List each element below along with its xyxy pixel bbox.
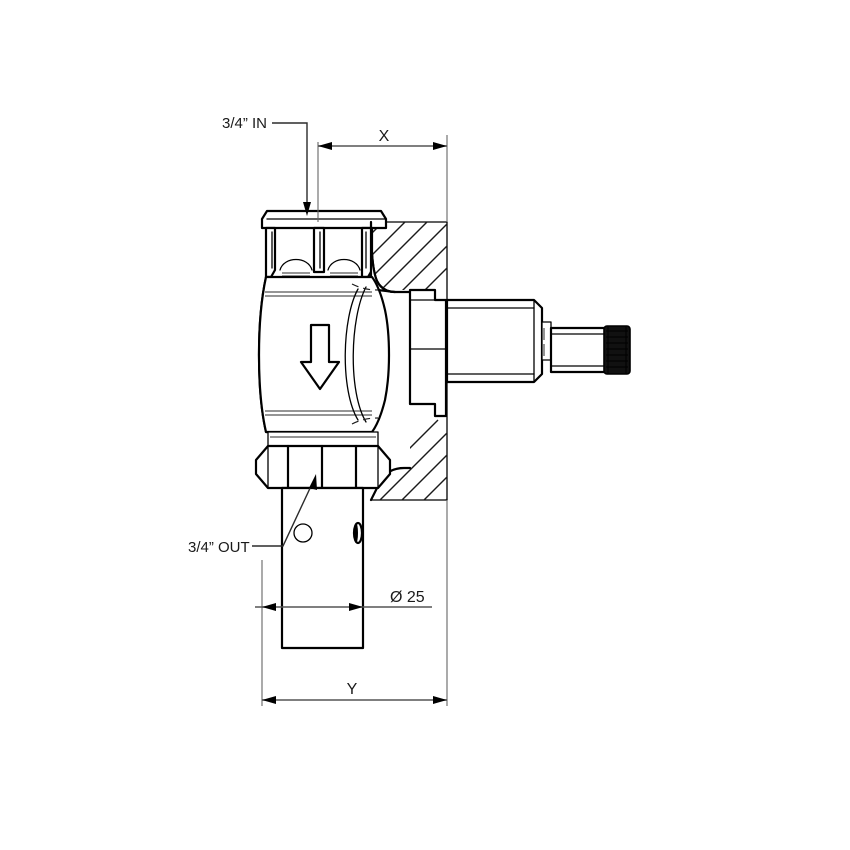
dimension-diameter: Ø 25 — [255, 589, 432, 611]
neck-arc-right — [327, 258, 361, 271]
stem-collar — [541, 321, 552, 361]
dimension-x: X — [317, 128, 448, 222]
neck-arc-left — [279, 258, 313, 271]
outlet-port-side-shadow — [354, 523, 358, 543]
dimension-y: Y — [261, 500, 448, 706]
dimension-x-label: X — [379, 128, 390, 145]
inlet-flange-cap — [260, 209, 388, 230]
flow-arrow — [299, 323, 341, 391]
dia-arrow-left — [262, 603, 276, 611]
inlet-leader — [272, 122, 308, 205]
neck-mid-rib — [312, 226, 326, 274]
stem-shaft — [549, 326, 608, 374]
knob-body[interactable] — [603, 325, 631, 375]
outlet-pipe-body — [280, 486, 365, 650]
neck-left-rib — [264, 226, 277, 279]
union-collar — [267, 431, 379, 447]
y-arrow-right — [433, 696, 447, 704]
bush-body — [408, 288, 448, 418]
knob-knurling — [606, 326, 628, 374]
hex-nut-assembly — [254, 431, 392, 490]
dia-arrow-right — [349, 603, 363, 611]
knurled-knob[interactable] — [603, 325, 631, 375]
outlet-port-front — [293, 523, 313, 543]
elbow-arc-dash-bottom — [351, 417, 379, 425]
outlet-pipe — [280, 486, 365, 650]
dimension-diameter-label: Ø 25 — [390, 589, 425, 606]
dimension-y-label: Y — [347, 681, 358, 698]
wall-bush — [408, 288, 448, 418]
elbow-arc-inner — [352, 286, 367, 423]
elbow-arc-dash-top — [351, 283, 379, 291]
inlet-neck — [264, 226, 374, 279]
valve-body-silhouette — [257, 275, 391, 434]
stem-housing — [445, 298, 552, 384]
inlet-callout: 3/4” IN — [222, 115, 311, 216]
outlet-callout: 3/4” OUT — [188, 474, 317, 556]
outlet-callout-label: 3/4” OUT — [188, 539, 250, 556]
outlet-leader — [252, 483, 313, 547]
stem-housing-body — [445, 298, 544, 384]
inlet-leader-arrow — [303, 202, 311, 216]
inlet-callout-label: 3/4” IN — [222, 115, 267, 132]
y-arrow-left — [262, 696, 276, 704]
x-arrow-left — [318, 142, 332, 150]
x-arrow-right — [433, 142, 447, 150]
elbow-arc-outer — [344, 288, 359, 421]
wall-hatch-top — [371, 222, 447, 300]
outlet-leader-arrow — [309, 474, 317, 490]
valve-body — [257, 220, 397, 434]
